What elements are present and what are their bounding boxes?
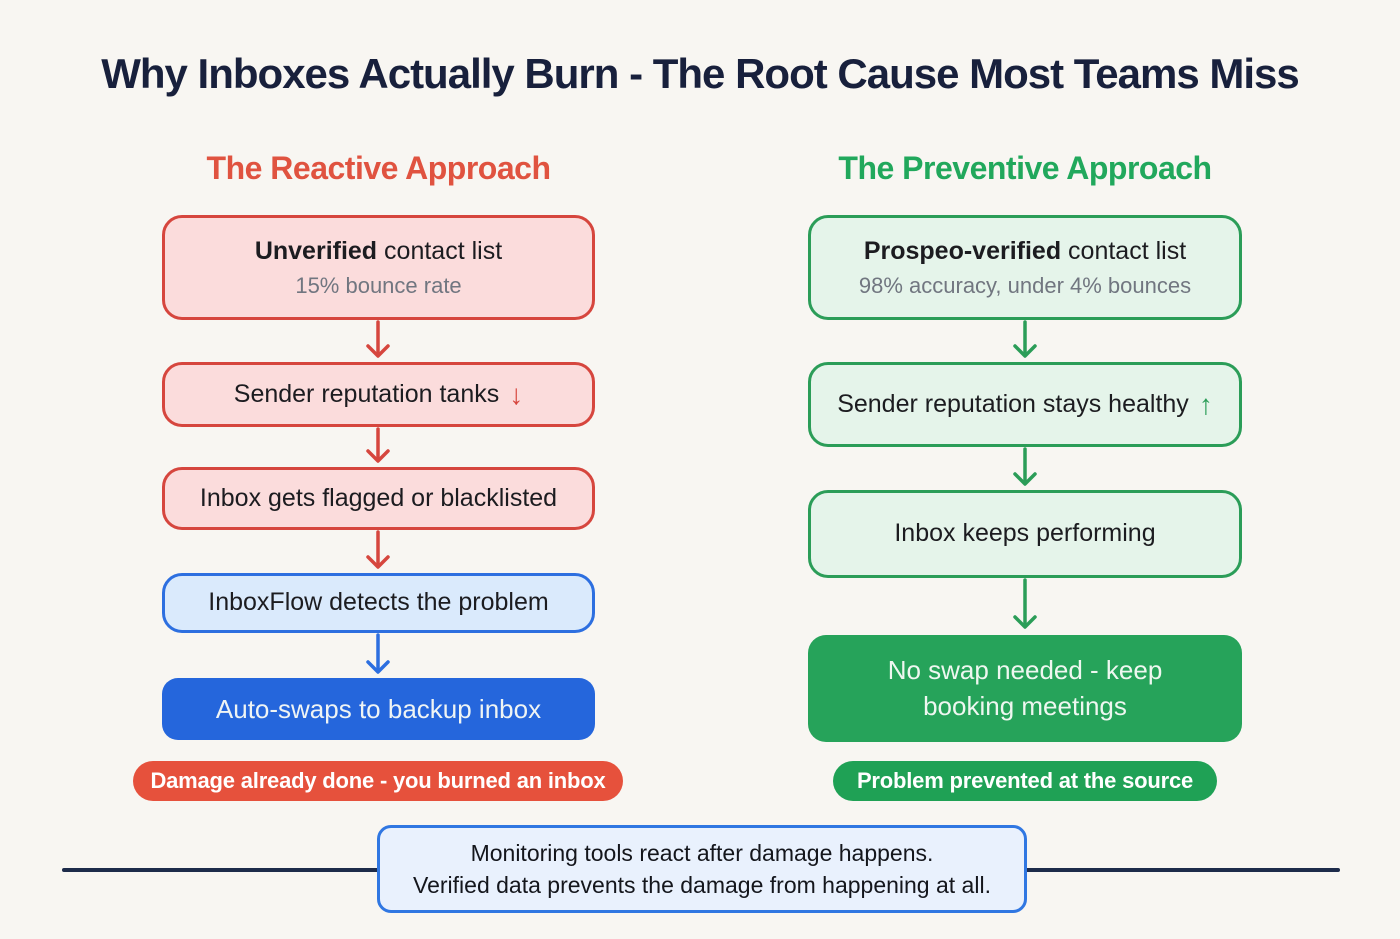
up-trend-arrow-icon: ↑: [1198, 389, 1213, 420]
step-text: Inbox keeps performing: [894, 519, 1156, 548]
step-text: Sender reputation tanks: [233, 379, 500, 408]
preventive-step-no-swap-needed: No swap needed - keep booking meetings: [808, 635, 1242, 742]
down-arrow-icon: [1013, 320, 1037, 358]
step-text: Unverified contact list: [255, 236, 502, 267]
reactive-step-inbox-flagged: Inbox gets flagged or blacklisted: [162, 467, 595, 530]
reactive-step-auto-swaps: Auto-swaps to backup inbox: [162, 678, 595, 740]
step-subtitle: 15% bounce rate: [295, 272, 462, 298]
footer-line1: Monitoring tools react after damage happ…: [470, 839, 934, 866]
footer-summary-box: Monitoring tools react after damage happ…: [377, 825, 1027, 913]
reactive-step-inboxflow-detects: InboxFlow detects the problem: [162, 573, 595, 633]
reactive-step-reputation-tanks: Sender reputation tanks ↓: [162, 362, 595, 427]
step-text-rest: contact list: [1061, 236, 1187, 265]
step-text: Inbox gets flagged or blacklisted: [199, 483, 558, 512]
reactive-step-unverified-list: Unverified contact list 15% bounce rate: [162, 215, 595, 320]
down-arrow-icon: [1013, 447, 1037, 486]
step-text-bold: Unverified: [254, 236, 378, 265]
reactive-column-heading: The Reactive Approach: [206, 150, 551, 186]
step-text: Auto-swaps to backup inbox: [215, 693, 542, 724]
step-text: InboxFlow detects the problem: [208, 588, 549, 617]
preventive-step-reputation-healthy: Sender reputation stays healthy ↑: [808, 362, 1242, 447]
step-text-rest: contact list: [377, 236, 503, 265]
page-title: Why Inboxes Actually Burn - The Root Cau…: [101, 50, 1300, 97]
preventive-outcome-badge: Problem prevented at the source: [833, 761, 1217, 801]
down-trend-arrow-icon: ↓: [509, 379, 524, 410]
preventive-step-inbox-performing: Inbox keeps performing: [808, 490, 1242, 578]
step-text: Sender reputation stays healthy: [837, 389, 1189, 418]
preventive-step-verified-list: Prospeo-verified contact list 98% accura…: [808, 215, 1242, 320]
step-text: Prospeo-verified contact list: [864, 236, 1186, 267]
down-arrow-icon: [366, 320, 390, 358]
down-arrow-icon: [366, 633, 390, 674]
step-text-bold: Prospeo-verified: [863, 236, 1062, 265]
step-text-line1: No swap needed - keep: [887, 655, 1163, 686]
down-arrow-icon: [366, 530, 390, 569]
footer-line2: Verified data prevents the damage from h…: [413, 872, 991, 898]
step-subtitle: 98% accuracy, under 4% bounces: [858, 272, 1192, 298]
step-text-line2: booking meetings: [923, 690, 1127, 721]
preventive-column-heading: The Preventive Approach: [838, 150, 1212, 186]
down-arrow-icon: [366, 427, 390, 463]
reactive-outcome-badge: Damage already done - you burned an inbo…: [133, 761, 623, 801]
down-arrow-icon: [1013, 578, 1037, 629]
